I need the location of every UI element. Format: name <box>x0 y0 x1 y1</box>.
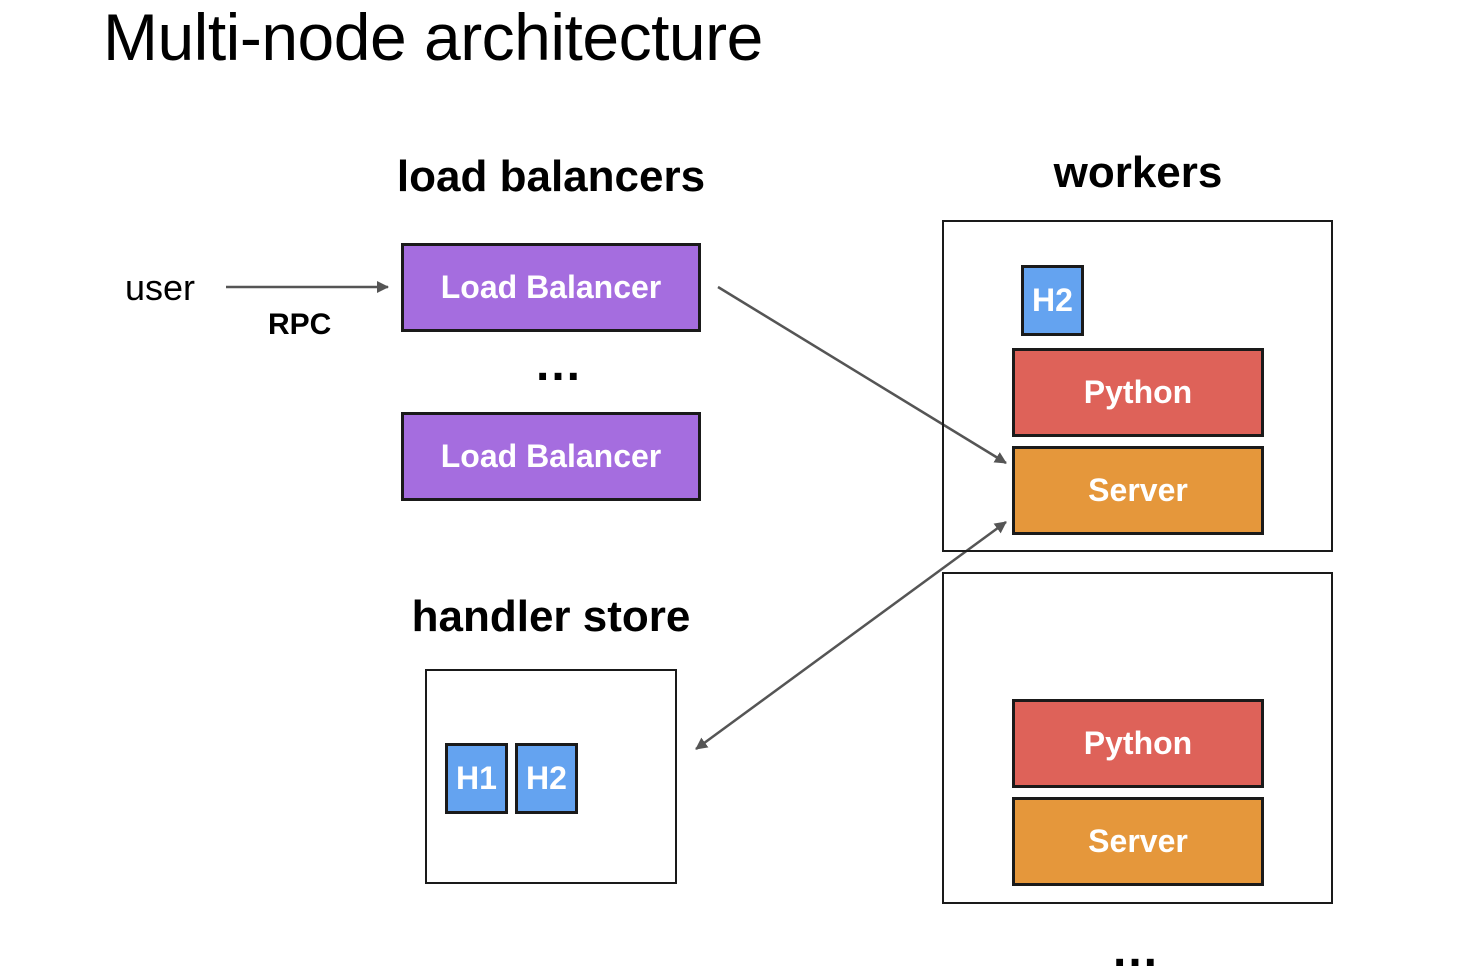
worker-1-server: Server <box>1012 446 1264 535</box>
workers-heading: workers <box>1053 148 1223 197</box>
handler-h1: H1 <box>445 743 508 814</box>
workers-ellipsis: ... <box>1113 924 1160 977</box>
load-balancer-to-server-arrow <box>717 285 1007 465</box>
handler-h2: H2 <box>515 743 578 814</box>
worker-1-handler-h2: H2 <box>1021 265 1084 336</box>
server-handler-store-arrow <box>695 520 1007 751</box>
worker-2-server: Server <box>1012 797 1264 886</box>
worker-1-python: Python <box>1012 348 1264 437</box>
handler-store-box <box>425 669 677 884</box>
load-balancers-ellipsis: ... <box>536 338 583 391</box>
user-label: user <box>125 267 196 308</box>
load-balancer-2: Load Balancer <box>401 412 701 501</box>
load-balancers-heading: load balancers <box>396 152 706 201</box>
page-title: Multi-node architecture <box>103 0 763 74</box>
rpc-label: RPC <box>268 308 332 341</box>
worker-2-python: Python <box>1012 699 1264 788</box>
handler-store-heading: handler store <box>411 592 691 641</box>
worker-node-1 <box>942 220 1333 552</box>
worker-node-2 <box>942 572 1333 904</box>
load-balancer-1: Load Balancer <box>401 243 701 332</box>
